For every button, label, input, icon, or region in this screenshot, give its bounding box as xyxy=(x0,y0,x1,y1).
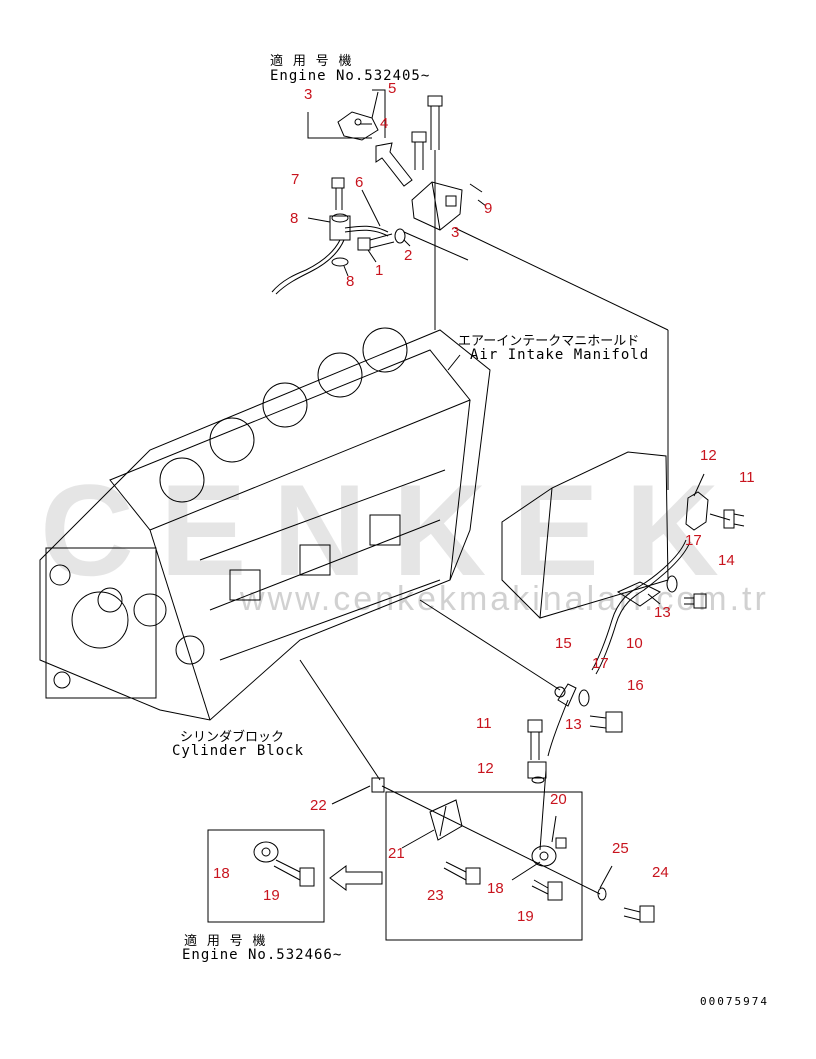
callout-4: 4 xyxy=(380,115,389,132)
sensor-18-lower xyxy=(531,845,557,867)
harness-6 xyxy=(271,215,389,295)
washer-25 xyxy=(597,887,607,901)
bolt-11-upper xyxy=(723,509,745,529)
bolt-4 xyxy=(411,131,427,170)
lower-left-inset-box xyxy=(207,829,325,923)
callout-15: 15 xyxy=(555,635,572,652)
callout-23: 23 xyxy=(427,887,444,904)
callout-5: 5 xyxy=(388,80,397,97)
bracket-3 xyxy=(411,181,463,231)
callout-13-lower: 13 xyxy=(565,716,582,733)
bolt-1 xyxy=(357,233,395,251)
block-label-jp: シリンダブロック xyxy=(180,730,285,745)
washer-17a xyxy=(666,575,678,593)
callout-2: 2 xyxy=(404,247,413,264)
watermark-url: www.cenkekmakinalari.com.tr xyxy=(240,580,769,618)
callout-18-lower: 18 xyxy=(487,880,504,897)
callout-10: 10 xyxy=(626,635,643,652)
callout-3-lower: 3 xyxy=(451,224,460,241)
callout-3-upper: 3 xyxy=(304,86,313,103)
bolt-19-lower xyxy=(531,879,563,901)
callout-7: 7 xyxy=(291,171,300,188)
callout-24: 24 xyxy=(652,864,669,881)
hollow-arrow-lower xyxy=(329,865,383,891)
callout-9: 9 xyxy=(484,200,493,217)
callout-20: 20 xyxy=(550,791,567,808)
callout-25: 25 xyxy=(612,840,629,857)
top-applicability-jp: 適 用 号 機 xyxy=(270,54,353,69)
mounting-plate xyxy=(501,451,669,619)
clamp-13-lower xyxy=(557,683,577,707)
hollow-arrow-upper xyxy=(375,142,413,187)
lower-parts-box xyxy=(385,791,583,941)
callout-12-upper: 12 xyxy=(700,447,717,464)
watermark-brand: CENKEK xyxy=(40,457,745,603)
manifold-label-en: Air Intake Manifold xyxy=(470,347,650,363)
top-inset-bracket xyxy=(307,112,372,139)
tube-10 xyxy=(591,539,687,671)
top-inset-bracket-right xyxy=(372,89,386,138)
bolt-7 xyxy=(331,177,345,210)
bolt-23 xyxy=(443,861,481,885)
bolt-11-lower xyxy=(527,719,543,760)
bolt-16 xyxy=(589,711,623,733)
callout-19-inset: 19 xyxy=(263,887,280,904)
callout-17-lower: 17 xyxy=(592,655,609,672)
callout-18-inset: 18 xyxy=(213,865,230,882)
callout-12-lower: 12 xyxy=(477,760,494,777)
callout-17-upper: 17 xyxy=(685,532,702,549)
bolt-14 xyxy=(684,593,707,609)
callout-13-upper: 13 xyxy=(654,604,671,621)
document-number: 00075974 xyxy=(700,995,769,1008)
clamp-12-upper xyxy=(685,491,731,531)
block-label-en: Cylinder Block xyxy=(172,743,305,759)
top-engine-number: Engine No.532405~ xyxy=(270,68,431,84)
sensor-18-inset xyxy=(253,841,279,863)
callout-6: 6 xyxy=(355,174,364,191)
washer-2 xyxy=(394,228,406,244)
callout-11-lower: 11 xyxy=(476,715,492,732)
washer-8a xyxy=(331,213,349,223)
callout-8-upper: 8 xyxy=(290,210,299,227)
bolt-20 xyxy=(555,837,567,849)
bolt-9 xyxy=(469,183,483,193)
callout-22: 22 xyxy=(310,797,327,814)
bottom-engine-number: Engine No.532466~ xyxy=(182,947,343,963)
bolt-5 xyxy=(427,95,443,330)
callout-8-lower: 8 xyxy=(346,273,355,290)
callout-21: 21 xyxy=(388,845,405,862)
spacer-22 xyxy=(371,777,385,793)
callout-14: 14 xyxy=(718,552,735,569)
callout-1: 1 xyxy=(375,262,384,279)
callout-19-lower: 19 xyxy=(517,908,534,925)
clamp-12-lower xyxy=(527,761,547,784)
engine-block xyxy=(39,327,491,721)
bottom-applicability-jp: 適 用 号 機 xyxy=(184,934,267,949)
washer-8b xyxy=(331,257,349,267)
bracket-21 xyxy=(429,799,463,841)
bolt-19-inset xyxy=(273,859,315,887)
bolt-24 xyxy=(623,905,655,923)
sensor-3 xyxy=(337,111,379,141)
callout-16: 16 xyxy=(627,677,644,694)
manifold-label-jp: エアーインテークマニホールド xyxy=(458,334,640,349)
callout-11-upper: 11 xyxy=(739,469,755,486)
washer-17b xyxy=(578,689,590,707)
clamp-13-upper xyxy=(616,581,661,607)
